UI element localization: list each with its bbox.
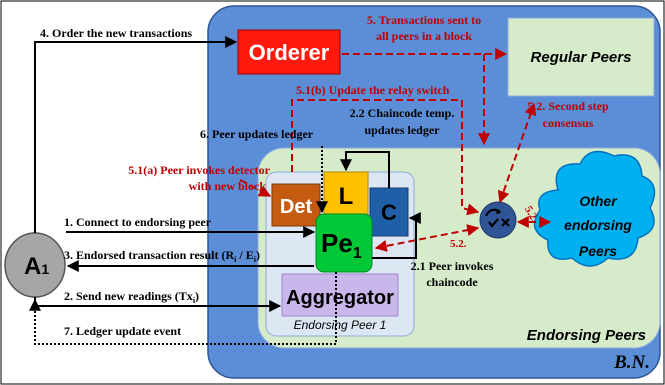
peer-pe1-label: Pe1 [321, 228, 362, 262]
aggregator-box [281, 273, 399, 317]
arrow-invoke-detector [239, 179, 272, 197]
step2-1-label-line2: chaincode [426, 275, 478, 289]
step2-1-label-line1: 2.1 Peer invokes [411, 259, 494, 273]
step2-label: 2. Send new readings (Txi) [64, 289, 199, 305]
step5-2-label-line2: consensus [543, 116, 594, 130]
arrow-order-transactions [34, 36, 238, 233]
red-flow-arrows [239, 48, 552, 252]
orderer-box [237, 29, 341, 75]
step5-label-line1: 5. Transactions sent to [367, 13, 481, 27]
arrow-chaincode-ledger [340, 151, 390, 188]
chaincode-label: C [381, 200, 397, 225]
step4-label: 4. Order the new transactions [40, 26, 192, 40]
regular-peers-label: Regular Peers [531, 49, 632, 66]
aggregator-label: Aggregator [286, 287, 394, 309]
arrow-second-consensus [497, 102, 537, 204]
dotted-arrows [29, 146, 337, 345]
detector-label: Det [280, 196, 313, 218]
peer-pe1-box [315, 213, 373, 273]
step6-label: 6. Peer updates ledger [200, 127, 314, 141]
step3-label: 3. Endorsed transaction result (Ri / Ei) [64, 248, 260, 264]
arrow-ledger-update-event [29, 272, 337, 345]
relay-switch-icon [479, 201, 517, 239]
step5-2-short-label-a: 5.2. [450, 238, 467, 250]
step1-label: 1. Connect to endorsing peer [64, 215, 212, 229]
other-peers-line2: endorsing [564, 217, 632, 233]
endorsing-peer1-label: Endorsing Peer 1 [294, 318, 387, 332]
step2-2-label-line1: 2.2 Chaincode temp. [350, 106, 455, 120]
client-a1-label: A1 [24, 253, 49, 280]
step5-2-label-line1: 5.2. Second step [527, 99, 609, 113]
step5-1a-label-line2: with new block [189, 179, 267, 193]
arrow-update-relay-switch [291, 99, 480, 216]
ledger-label: L [339, 183, 354, 210]
arrow-peer-to-switch [374, 224, 480, 252]
step2-2-label-line2: updates ledger [365, 123, 441, 137]
regular-peers-box [507, 17, 655, 97]
orderer-label: Orderer [249, 40, 330, 65]
other-peers-line1: Other [579, 193, 618, 209]
endorsing-peers-label: Endorsing Peers [527, 327, 646, 344]
detector-box [271, 183, 321, 227]
network-label: B.N. [613, 352, 650, 373]
step5-1b-label: 5.1(b) Update the relay switch [296, 83, 450, 97]
other-peers-line3: Peers [579, 243, 617, 259]
other-endorsing-peers-cloud [533, 150, 656, 267]
step5-label-line2: all peers in a block [376, 29, 472, 43]
step7-label: 7. Ledger update event [64, 324, 181, 338]
step5-1a-label-line1: 5.1(a) Peer invokes detector [128, 163, 270, 177]
